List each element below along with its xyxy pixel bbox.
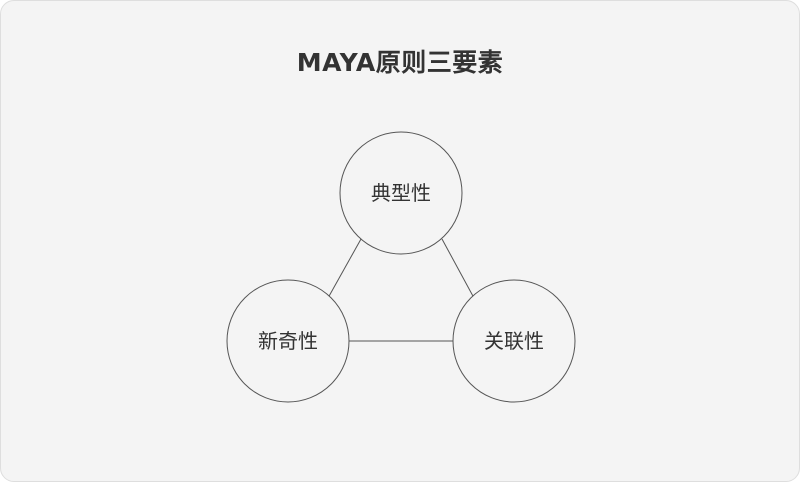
node-label: 关联性 (484, 329, 544, 353)
connector-top-left (327, 238, 362, 299)
node-circle (452, 279, 576, 403)
node-circle (226, 279, 350, 403)
node-relevance: 关联性 (452, 279, 576, 403)
node-typicality: 典型性 (339, 131, 463, 255)
node-novelty: 新奇性 (226, 279, 350, 403)
node-label: 典型性 (371, 181, 431, 205)
diagram-title: MAYA原则三要素 (296, 48, 504, 77)
connector-top-right (441, 238, 475, 299)
node-label: 新奇性 (258, 329, 318, 353)
node-circle (339, 131, 463, 255)
